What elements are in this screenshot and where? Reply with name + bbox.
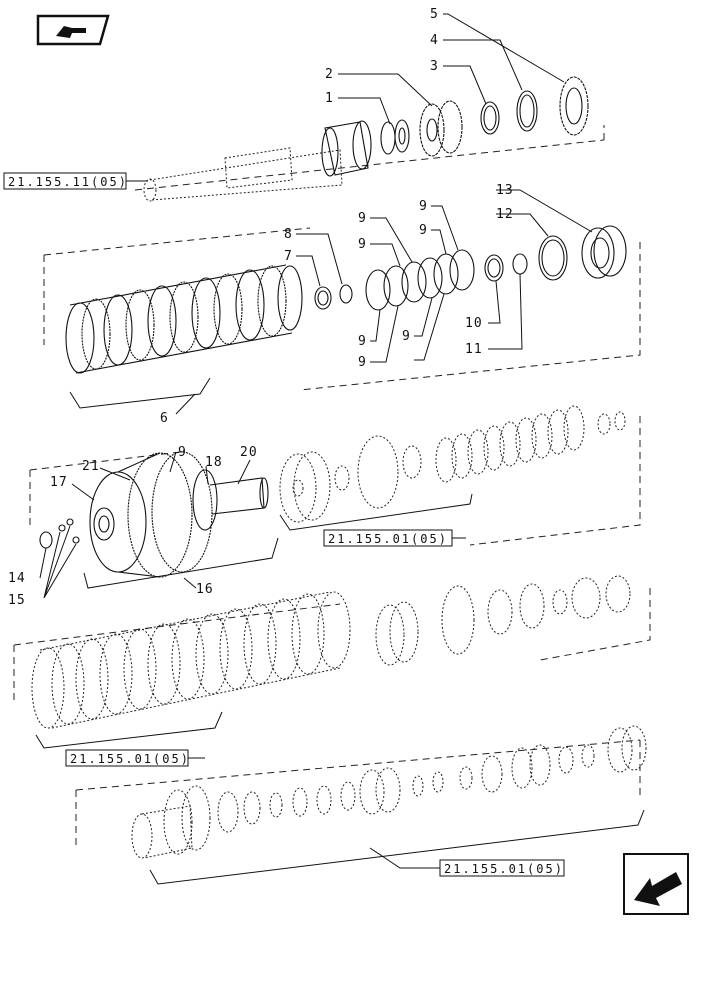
next-page-arrow-icon[interactable]	[623, 853, 689, 915]
label-18: 18	[205, 455, 223, 470]
leader-16-tick	[183, 577, 197, 589]
clutch-discs-6	[65, 264, 303, 374]
dashed-discs	[435, 405, 626, 483]
leader-ref-4	[369, 847, 440, 869]
ring-8	[339, 284, 353, 304]
ring-4	[516, 90, 538, 132]
leader-7	[296, 255, 321, 287]
ring-11	[512, 253, 528, 275]
label-3: 3	[430, 59, 439, 74]
gear-2	[419, 100, 463, 157]
label-9b: 9	[358, 237, 367, 252]
ref-box-21-155-11[interactable]: 21.155.11(05)	[3, 172, 148, 190]
group2-boundary	[43, 227, 641, 391]
main-shaft	[143, 120, 372, 202]
label-10: 10	[465, 316, 483, 331]
washer-7	[314, 286, 332, 310]
label-9e: 9	[358, 334, 367, 349]
label-13: 13	[496, 183, 514, 198]
label-17: 17	[50, 475, 68, 490]
label-9f: 9	[358, 355, 367, 370]
ring-10	[484, 254, 504, 282]
leader-20	[237, 459, 251, 485]
label-20: 20	[240, 445, 258, 460]
leader-3	[443, 65, 487, 105]
leader-10	[488, 280, 501, 324]
label-21: 21	[82, 459, 100, 474]
label-8: 8	[284, 227, 293, 242]
label-9g: 9	[402, 329, 411, 344]
leader-9-top	[370, 205, 459, 267]
label-11: 11	[465, 342, 483, 357]
leader-2	[338, 73, 433, 107]
leader-18	[205, 465, 209, 485]
seal-14	[39, 531, 53, 549]
discs-9	[365, 249, 475, 311]
snap-ring-3	[480, 101, 500, 135]
piston-13	[581, 225, 627, 279]
bracket-6	[69, 377, 211, 409]
leader-9-bottom	[370, 293, 445, 363]
dashed-hub	[279, 435, 422, 523]
svg-text:21.155.01(05): 21.155.01(05)	[444, 862, 564, 876]
bracket-ref-4	[149, 809, 645, 885]
label-7: 7	[284, 249, 293, 264]
label-9c: 9	[419, 199, 428, 214]
label-9h: 9	[178, 445, 187, 460]
label-9a: 9	[358, 211, 367, 226]
svg-text:21.155.01(05): 21.155.01(05)	[328, 532, 448, 546]
leader-1	[338, 97, 391, 125]
leader-12	[496, 213, 549, 237]
svg-text:21.155.01(05): 21.155.01(05)	[70, 752, 190, 766]
ref-box-21-155-01-a[interactable]: 21.155.01(05)	[323, 529, 466, 547]
leader-14	[39, 547, 47, 579]
group1-boundary	[134, 125, 605, 191]
back-arrow-icon[interactable]	[36, 14, 110, 46]
svg-text:21.155.11(05): 21.155.11(05)	[8, 175, 128, 189]
leader-6	[175, 393, 196, 415]
dashed-clutch-pack	[31, 591, 351, 729]
bracket-16	[83, 537, 279, 589]
leader-8	[296, 233, 343, 285]
carrier-assembly	[89, 451, 269, 578]
ref-box-21-155-01-b[interactable]: 21.155.01(05)	[65, 749, 205, 767]
ring-12	[538, 235, 568, 281]
dashed-gear	[375, 601, 419, 666]
leader-15	[43, 525, 77, 599]
bracket-ref-3	[35, 711, 223, 749]
leader-21	[99, 467, 131, 481]
dashed-output-shaft	[131, 725, 647, 859]
leader-9h	[169, 451, 177, 473]
label-12: 12	[496, 207, 514, 222]
gear-5	[559, 76, 589, 136]
label-14: 14	[8, 571, 26, 586]
label-5: 5	[430, 7, 439, 22]
leader-17	[71, 483, 95, 501]
label-6: 6	[160, 411, 169, 426]
label-15: 15	[8, 593, 26, 608]
leader-11	[488, 273, 523, 350]
group4-boundary	[13, 588, 651, 700]
label-2: 2	[325, 67, 334, 82]
label-9d: 9	[419, 223, 428, 238]
leader-4	[443, 39, 523, 91]
bearing-1	[380, 119, 410, 155]
label-4: 4	[430, 33, 439, 48]
bracket-ref-2	[279, 493, 473, 531]
leader-13	[496, 189, 593, 233]
pins-15	[58, 518, 80, 544]
ref-box-21-155-01-c[interactable]: 21.155.01(05)	[439, 859, 565, 877]
dashed-rings-4	[441, 575, 631, 655]
label-16: 16	[196, 582, 214, 597]
leader-5	[443, 13, 565, 83]
label-1: 1	[325, 91, 334, 106]
